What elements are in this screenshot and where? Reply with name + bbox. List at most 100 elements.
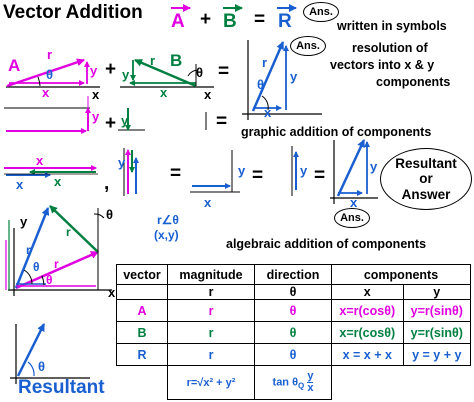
a-y-label: y bbox=[90, 63, 98, 78]
components-table: vector magnitude direction components r … bbox=[116, 264, 472, 400]
a-axis-x-label: x bbox=[92, 87, 100, 102]
component-results bbox=[190, 139, 378, 204]
head-to-tail-diagram bbox=[5, 205, 112, 296]
vector-b-resolution bbox=[120, 58, 214, 88]
r-x-label: x bbox=[264, 105, 272, 120]
row-a-magnitude: r bbox=[167, 299, 255, 322]
row3-equals-1: = bbox=[170, 163, 182, 184]
row3-a-x: x bbox=[36, 153, 44, 168]
b-y-label: y bbox=[122, 67, 130, 82]
head-to-tail-y-axis: y bbox=[20, 214, 28, 229]
answer-word: Answer bbox=[401, 186, 451, 202]
subheader-y: y bbox=[402, 284, 472, 300]
formula-direction: tan θQ y x bbox=[254, 365, 332, 400]
header-vector: vector bbox=[116, 264, 168, 285]
resultant-label: Resultant bbox=[18, 377, 105, 398]
row-a-x: x=r(cosθ) bbox=[331, 299, 404, 322]
subheader-magnitude: r bbox=[167, 284, 255, 300]
r-r-label: r bbox=[262, 55, 268, 70]
row3-final-x: x bbox=[350, 195, 358, 210]
header-direction: direction bbox=[254, 264, 332, 285]
row-r-vector: R bbox=[116, 343, 168, 366]
row-r-x: x = x + x bbox=[331, 343, 404, 366]
ans-ellipse: Ans. bbox=[303, 2, 339, 22]
row3-final-y: y bbox=[370, 159, 378, 174]
formula-empty bbox=[332, 366, 471, 400]
or-word: or bbox=[419, 171, 433, 187]
row-b-y: y=r(sinθ) bbox=[402, 321, 472, 344]
row1-plus: + bbox=[105, 59, 117, 80]
resolution-line-3: components bbox=[376, 75, 451, 89]
graphic-addition-caption: graphic addition of components bbox=[241, 125, 432, 139]
a-theta-label: θ bbox=[46, 67, 54, 82]
row3-equals-3: = bbox=[314, 165, 326, 186]
formula-tan: tan θ bbox=[272, 376, 299, 389]
resolution-line-2: vectors into x & y bbox=[330, 58, 435, 72]
page-title: Vector Addition bbox=[3, 2, 143, 23]
polar-notation: r∠θ bbox=[157, 213, 179, 227]
htt-theta-a: θ bbox=[46, 273, 53, 287]
row3-sum-x: x bbox=[204, 195, 212, 210]
b-r-label: r bbox=[150, 53, 156, 68]
htt-r-label: r bbox=[26, 243, 31, 257]
rectangular-notation: (x,y) bbox=[154, 228, 179, 242]
htt-a-r-label: r bbox=[54, 257, 59, 271]
row-b-x: x=r(cosθ) bbox=[331, 321, 404, 344]
vector-b-label: B bbox=[170, 51, 183, 70]
written-in-symbols: written in symbols bbox=[337, 19, 447, 33]
a-r-label: r bbox=[47, 47, 53, 62]
formula-fraction: y x bbox=[307, 371, 314, 394]
r-y-label: y bbox=[290, 69, 298, 84]
vector-a-label: A bbox=[8, 56, 21, 75]
resolution-line-1: resolution of bbox=[352, 41, 428, 55]
resultant-theta: θ bbox=[38, 359, 46, 374]
htt-theta-b: θ bbox=[106, 207, 114, 222]
row-r-direction: θ bbox=[254, 343, 332, 366]
row-r-y: y = y + y bbox=[402, 343, 472, 366]
header-magnitude: magnitude bbox=[167, 264, 255, 285]
row-b-direction: θ bbox=[254, 321, 332, 344]
symbol-a: A bbox=[171, 11, 185, 32]
fraction-denominator: x bbox=[307, 382, 314, 394]
b-x-label: x bbox=[160, 85, 168, 100]
graphic-components bbox=[4, 96, 207, 134]
row-a-y: y=r(sinθ) bbox=[402, 299, 472, 322]
table-row: B r θ x=r(cosθ) y=r(sinθ) bbox=[116, 321, 472, 344]
subheader-blank bbox=[116, 284, 168, 300]
formula-magnitude: r=√x² + y² bbox=[167, 365, 255, 400]
header-components: components bbox=[331, 264, 471, 285]
subheader-direction: θ bbox=[254, 284, 332, 300]
resultant-word: Resultant bbox=[395, 155, 457, 171]
formula-blank bbox=[116, 365, 168, 400]
row3-sum-y: y bbox=[238, 163, 246, 178]
row-b-magnitude: r bbox=[167, 321, 255, 344]
resultant-or-answer-ellipse: Resultant or Answer bbox=[380, 148, 472, 210]
formula-tan-sub: Q bbox=[298, 381, 305, 391]
b-theta-label: θ bbox=[196, 65, 204, 80]
row-b-vector: B bbox=[116, 321, 168, 344]
y-components bbox=[123, 148, 139, 196]
symbol-b: B bbox=[223, 11, 237, 32]
head-to-tail-x-axis: x bbox=[108, 285, 116, 300]
row3-comma: , bbox=[104, 173, 110, 194]
htt-b-r-label: r bbox=[66, 225, 71, 239]
row-a-direction: θ bbox=[254, 299, 332, 322]
row2-plus: + bbox=[105, 113, 117, 134]
row1-equals: = bbox=[218, 61, 230, 82]
subheader-x: x bbox=[331, 284, 404, 300]
vector-r-resolution bbox=[242, 40, 322, 120]
ans-ellipse-row3: Ans. bbox=[334, 208, 370, 228]
symbol-equals: = bbox=[254, 9, 266, 30]
x-components bbox=[4, 165, 98, 178]
a-x-label: x bbox=[42, 85, 50, 100]
row3-equals-2: = bbox=[252, 165, 264, 186]
row3-r-x: x bbox=[16, 177, 24, 192]
row3-result-y: y bbox=[300, 163, 308, 178]
htt-theta-r: θ bbox=[33, 260, 40, 274]
row2-b-y: y bbox=[121, 113, 129, 128]
algebraic-addition-caption: algebraic addition of components bbox=[226, 237, 427, 251]
row2-equals: = bbox=[216, 111, 228, 132]
row-a-vector: A bbox=[116, 299, 168, 322]
table-row: A r θ x=r(cosθ) y=r(sinθ) bbox=[116, 299, 472, 322]
